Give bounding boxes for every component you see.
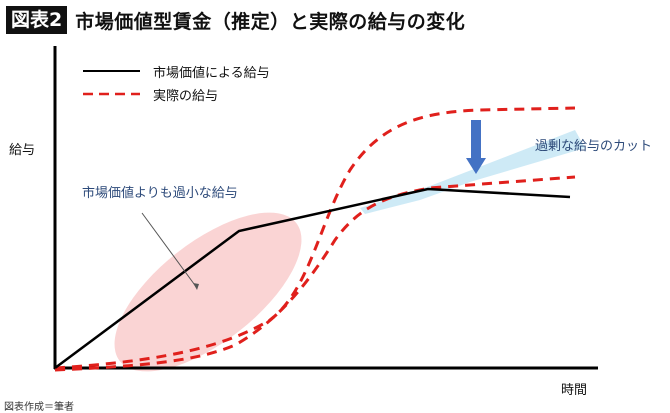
underpaid-area (114, 212, 302, 372)
figure-credit: 図表作成＝筆者 (4, 402, 74, 413)
annotation-pointer (141, 212, 198, 289)
figure-title: 市場価値型賃金（推定）と実際の給与の変化 (75, 10, 466, 33)
actual-salary-line-upper (54, 106, 576, 370)
legend-label-market: 市場価値による給与 (153, 66, 270, 81)
figure-header: 図表2 市場価値型賃金（推定）と実際の給与の変化 (6, 5, 465, 35)
figure-badge: 図表2 (6, 6, 68, 34)
legend-label-actual: 実際の給与 (153, 89, 219, 104)
x-axis-label: 時間 (561, 383, 588, 398)
cut-band (360, 130, 585, 214)
market-value-line (54, 187, 571, 370)
cut-arrow-icon (466, 120, 486, 174)
actual-salary-line-lower (54, 175, 576, 372)
annotation-pointer-head (193, 283, 199, 290)
annotation-cut: 過剰な給与のカット (535, 139, 653, 154)
annotation-underpaid: 市場価値よりも過小な給与 (82, 186, 238, 201)
y-axis-label: 給与 (9, 143, 36, 158)
